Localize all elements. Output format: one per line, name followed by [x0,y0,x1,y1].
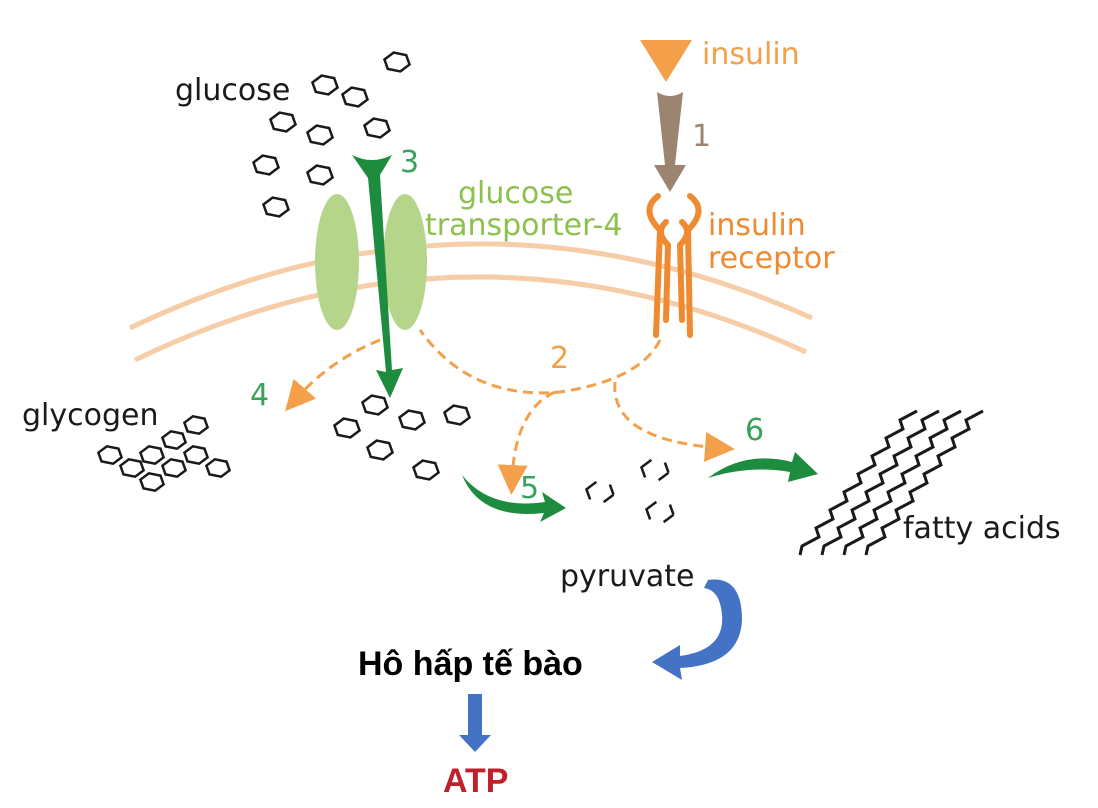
glut4-label-line2: transporter-4 [425,208,622,243]
glucose-entry-arrow [352,155,403,398]
glucose-molecule-icon [261,196,291,218]
fatty-acid-chain-icon [842,409,962,556]
glycogen-unit-icon [160,429,188,451]
glucose-label: glucose [175,73,290,108]
atp-arrow [459,694,491,752]
glucose-molecule-icon [382,51,412,73]
fatty-acid-chain-icon [864,409,984,556]
insulin-receptor [646,193,702,338]
glycogen-unit-icon [182,444,210,466]
signal-pathway-2 [285,329,735,495]
glucose-molecule-icon [397,409,427,431]
molecule-shapes [96,51,675,524]
glucose-molecule-icon [251,154,281,176]
glycogen-unit-icon [118,457,146,479]
fatty-acid-chains [798,409,984,556]
glucose-molecule-icon [305,124,335,146]
glycogen-unit-icon [182,414,210,436]
glucose-molecule-icon [305,164,335,186]
glycogen-unit-icon [160,457,188,479]
step-5-label: 5 [520,471,539,506]
fatty-acid-chain-icon [798,409,918,556]
glut4-label-line1: glucose [458,176,573,211]
glucose-transporter-4 [315,194,427,330]
glucose-molecule-icon [268,111,298,133]
glucose-molecule-icon [310,74,340,96]
pyruvate-molecule-icon [584,480,615,504]
cell-membrane [128,241,814,363]
glycogen-unit-icon [204,457,232,479]
pyruvate-label: pyruvate [560,559,695,594]
step-6-label: 6 [745,413,764,448]
glycogen-label: glycogen [22,398,159,433]
glycogen-unit-icon [138,471,166,493]
glucose-molecule-icon [442,404,472,426]
receptor-label-line2: receptor [708,241,835,276]
step-3-label: 3 [400,145,419,180]
glucose-molecule-icon [362,117,392,139]
glycogen-unit-icon [96,444,124,466]
pyruvate-molecule-icon [644,500,675,524]
lipogenesis-arrow-6 [708,452,818,482]
insulin-binding-arrow [654,92,686,192]
step-1-label: 1 [692,119,711,154]
glucose-molecule-icon [365,439,395,461]
glucose-molecule-icon [360,394,390,416]
glucose-molecule-icon [340,86,370,108]
insulin-icon [640,40,692,82]
glycogen-unit-icon [138,444,166,466]
step-2-label: 2 [550,341,569,376]
glucose-molecule-icon [411,459,441,481]
atp-label: ATP [443,762,508,800]
step-4-label: 4 [250,378,269,413]
respiration-arrow [652,579,742,680]
glucose-molecule-icon [332,417,362,439]
cellular-respiration-label: Hô hấp tế bào [358,645,583,683]
fatty-acid-chain-icon [820,409,940,556]
insulin-label: insulin [702,37,800,72]
fatty-acids-label: fatty acids [903,511,1061,546]
receptor-label-line1: insulin [708,208,806,243]
pyruvate-molecule-icon [639,458,670,482]
glycolysis-arrow-5 [462,475,566,522]
